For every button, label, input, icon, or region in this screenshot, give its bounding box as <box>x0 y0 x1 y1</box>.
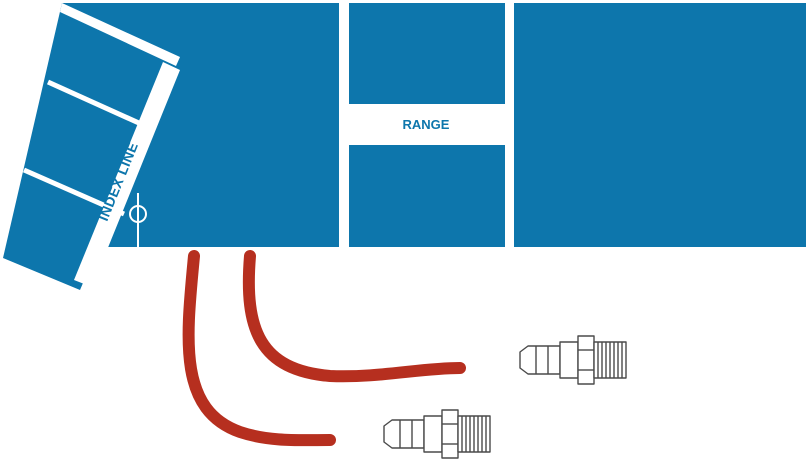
range-arrow: RANGE <box>343 110 513 138</box>
board-divider-1 <box>46 79 152 131</box>
middle-panel-bottom <box>349 145 505 247</box>
double-headed-arrow-icon <box>343 110 513 138</box>
index-board: INDEX LINE <box>3 3 180 290</box>
hose-lower <box>182 250 336 447</box>
barbed-hose-fitting-icon <box>383 409 491 459</box>
right-panel <box>514 3 806 247</box>
range-label: RANGE <box>403 117 450 132</box>
middle-panel-top <box>349 3 505 104</box>
index-board-body <box>3 3 180 290</box>
board-divider-2 <box>22 167 126 217</box>
index-line-strip <box>74 62 180 287</box>
hose-group <box>182 250 466 447</box>
hose-upper <box>242 250 466 383</box>
index-board-top-edge <box>60 3 180 66</box>
barbed-hose-fitting-icon <box>519 335 627 385</box>
panel-group <box>62 3 806 247</box>
circle-target-icon <box>129 205 147 223</box>
